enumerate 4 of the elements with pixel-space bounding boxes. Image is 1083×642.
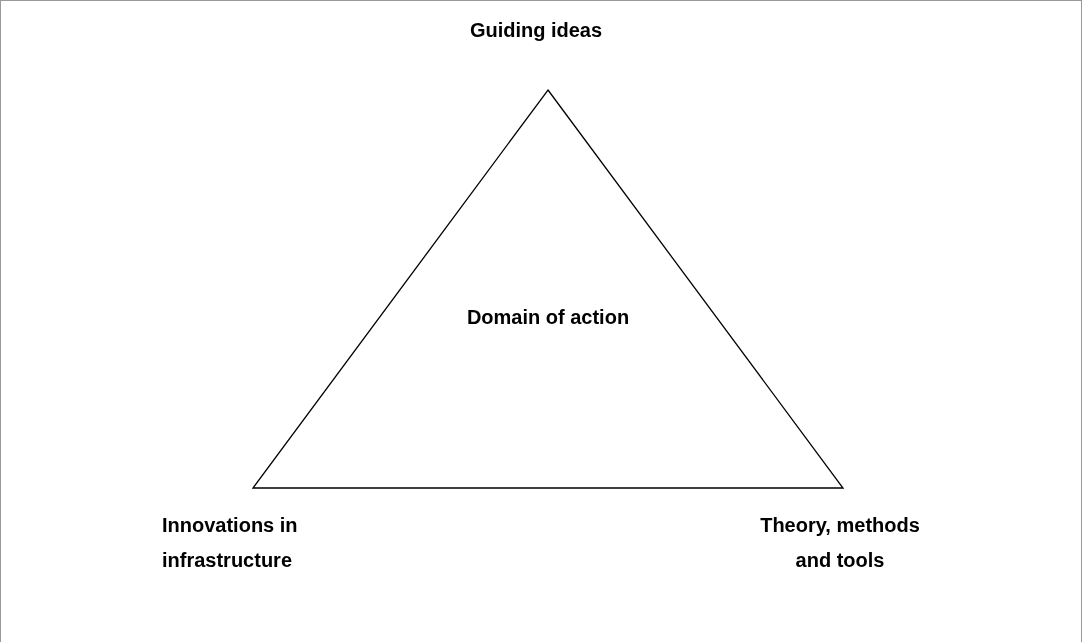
- node-label: Domain of action: [465, 305, 631, 330]
- corner-label: Guiding ideas: [468, 18, 604, 43]
- corner-label: Innovations in infrastructure: [162, 513, 299, 573]
- corner-label: Theory, methods and tools: [759, 513, 921, 573]
